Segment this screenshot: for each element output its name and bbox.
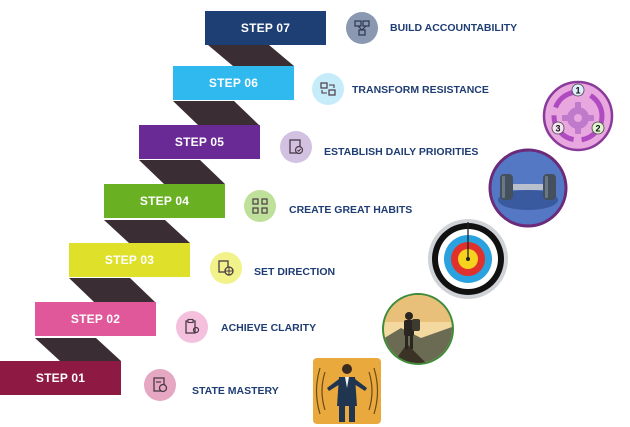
gears-cycle-illustration: 1 2 3	[542, 80, 614, 152]
hiker-icon	[404, 312, 420, 349]
riser-5-6	[173, 101, 259, 125]
step-02-badge	[176, 311, 208, 343]
step-05-badge	[280, 131, 312, 163]
step-04-title: CREATE GREAT HABITS	[289, 204, 413, 216]
riser-4-5	[139, 160, 225, 184]
arrows-exchange-icon	[320, 82, 336, 96]
dumbbell-illustration	[488, 148, 568, 228]
step-07-badge	[346, 12, 378, 44]
riser-3-4	[104, 220, 190, 243]
person-icon	[327, 364, 367, 422]
clipboard-user-icon	[185, 318, 200, 334]
step-06-bar: STEP 06	[173, 66, 294, 100]
globe-document-icon	[218, 260, 234, 276]
flow-chart-icon	[252, 198, 268, 214]
step-06-badge	[312, 73, 344, 105]
cycle-number-1: 1	[575, 86, 580, 96]
step-05-label: STEP 05	[174, 135, 225, 149]
step-05-title: ESTABLISH DAILY PRIORITIES	[324, 146, 479, 158]
step-02-bar: STEP 02	[35, 302, 156, 336]
step-03-badge	[210, 252, 242, 284]
step-06-title: TRANSFORM RESISTANCE	[352, 84, 489, 96]
businessman-illustration	[313, 358, 381, 424]
riser-2-3	[69, 278, 155, 302]
document-user-icon	[153, 377, 168, 393]
step-01-title: STATE MASTERY	[192, 385, 279, 397]
mountain-hiker-illustration	[382, 293, 454, 365]
step-03-title: SET DIRECTION	[254, 266, 336, 278]
step-02-title: ACHIEVE CLARITY	[221, 322, 317, 334]
dumbbell-icon	[500, 174, 556, 200]
step-04-label: STEP 04	[139, 194, 190, 208]
step-05-bar: STEP 05	[139, 125, 260, 159]
step-07-title: BUILD ACCOUNTABILITY	[390, 22, 518, 34]
target-illustration	[428, 219, 508, 299]
step-07-bar: STEP 07	[205, 11, 326, 45]
riser-6-7	[208, 45, 294, 66]
step-03-bar: STEP 03	[69, 243, 190, 277]
step-03-label: STEP 03	[104, 253, 155, 267]
step-01-badge	[144, 369, 176, 401]
riser-1-2	[35, 338, 121, 361]
step-07-label: STEP 07	[240, 21, 291, 35]
org-chart-icon	[354, 20, 370, 36]
checklist-icon	[289, 139, 304, 155]
step-01-label: STEP 01	[35, 371, 86, 385]
step-04-bar: STEP 04	[104, 184, 225, 218]
step-02-label: STEP 02	[70, 312, 121, 326]
step-04-badge	[244, 190, 276, 222]
step-06-label: STEP 06	[208, 76, 259, 90]
cycle-number-2: 2	[595, 124, 600, 134]
step-01-bar: STEP 01	[0, 361, 121, 395]
cycle-number-3: 3	[555, 124, 560, 134]
